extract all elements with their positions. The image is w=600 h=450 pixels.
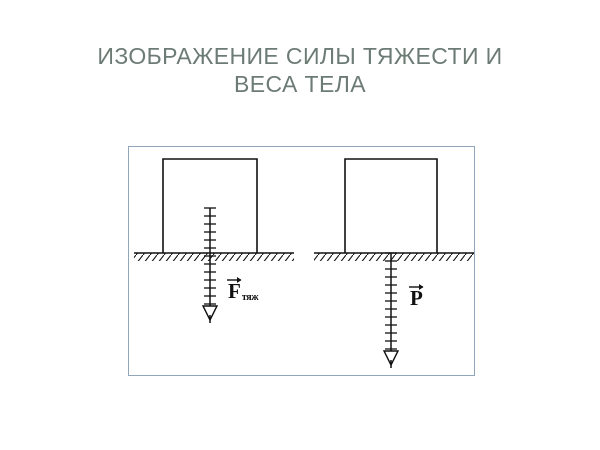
gravity-force-symbol-text: F (228, 279, 241, 303)
weight-vector-arrowhead (382, 350, 400, 367)
diagram-illustration (134, 158, 474, 368)
gravity-force-symbol: F (227, 277, 242, 303)
weight-symbol-text: P (410, 286, 423, 310)
ground-hatching-left (134, 253, 294, 261)
weight-label: P (409, 284, 424, 310)
gravity-force-subscript: тяж (241, 292, 259, 303)
diagram-frame (128, 146, 475, 376)
body-rectangle-right (344, 158, 438, 253)
gravity-force-panel (134, 158, 294, 323)
gravity-force-label: F тяж (227, 277, 259, 303)
weight-symbol: P (409, 284, 424, 310)
gravity-vector-arrowhead (201, 305, 219, 322)
body-rectangle-left (162, 158, 258, 253)
weight-panel (314, 158, 474, 368)
weight-vector-ticks (385, 252, 397, 350)
page-title-line-1: ИЗОБРАЖЕНИЕ СИЛЫ ТЯЖЕСТИ И (97, 43, 503, 69)
gravity-vector-ticks (204, 207, 216, 305)
page-title-line-2: ВЕСА ТЕЛА (234, 71, 366, 97)
page-title: ИЗОБРАЖЕНИЕ СИЛЫ ТЯЖЕСТИ И ВЕСА ТЕЛА (30, 42, 570, 98)
ground-hatching-right (314, 253, 474, 261)
